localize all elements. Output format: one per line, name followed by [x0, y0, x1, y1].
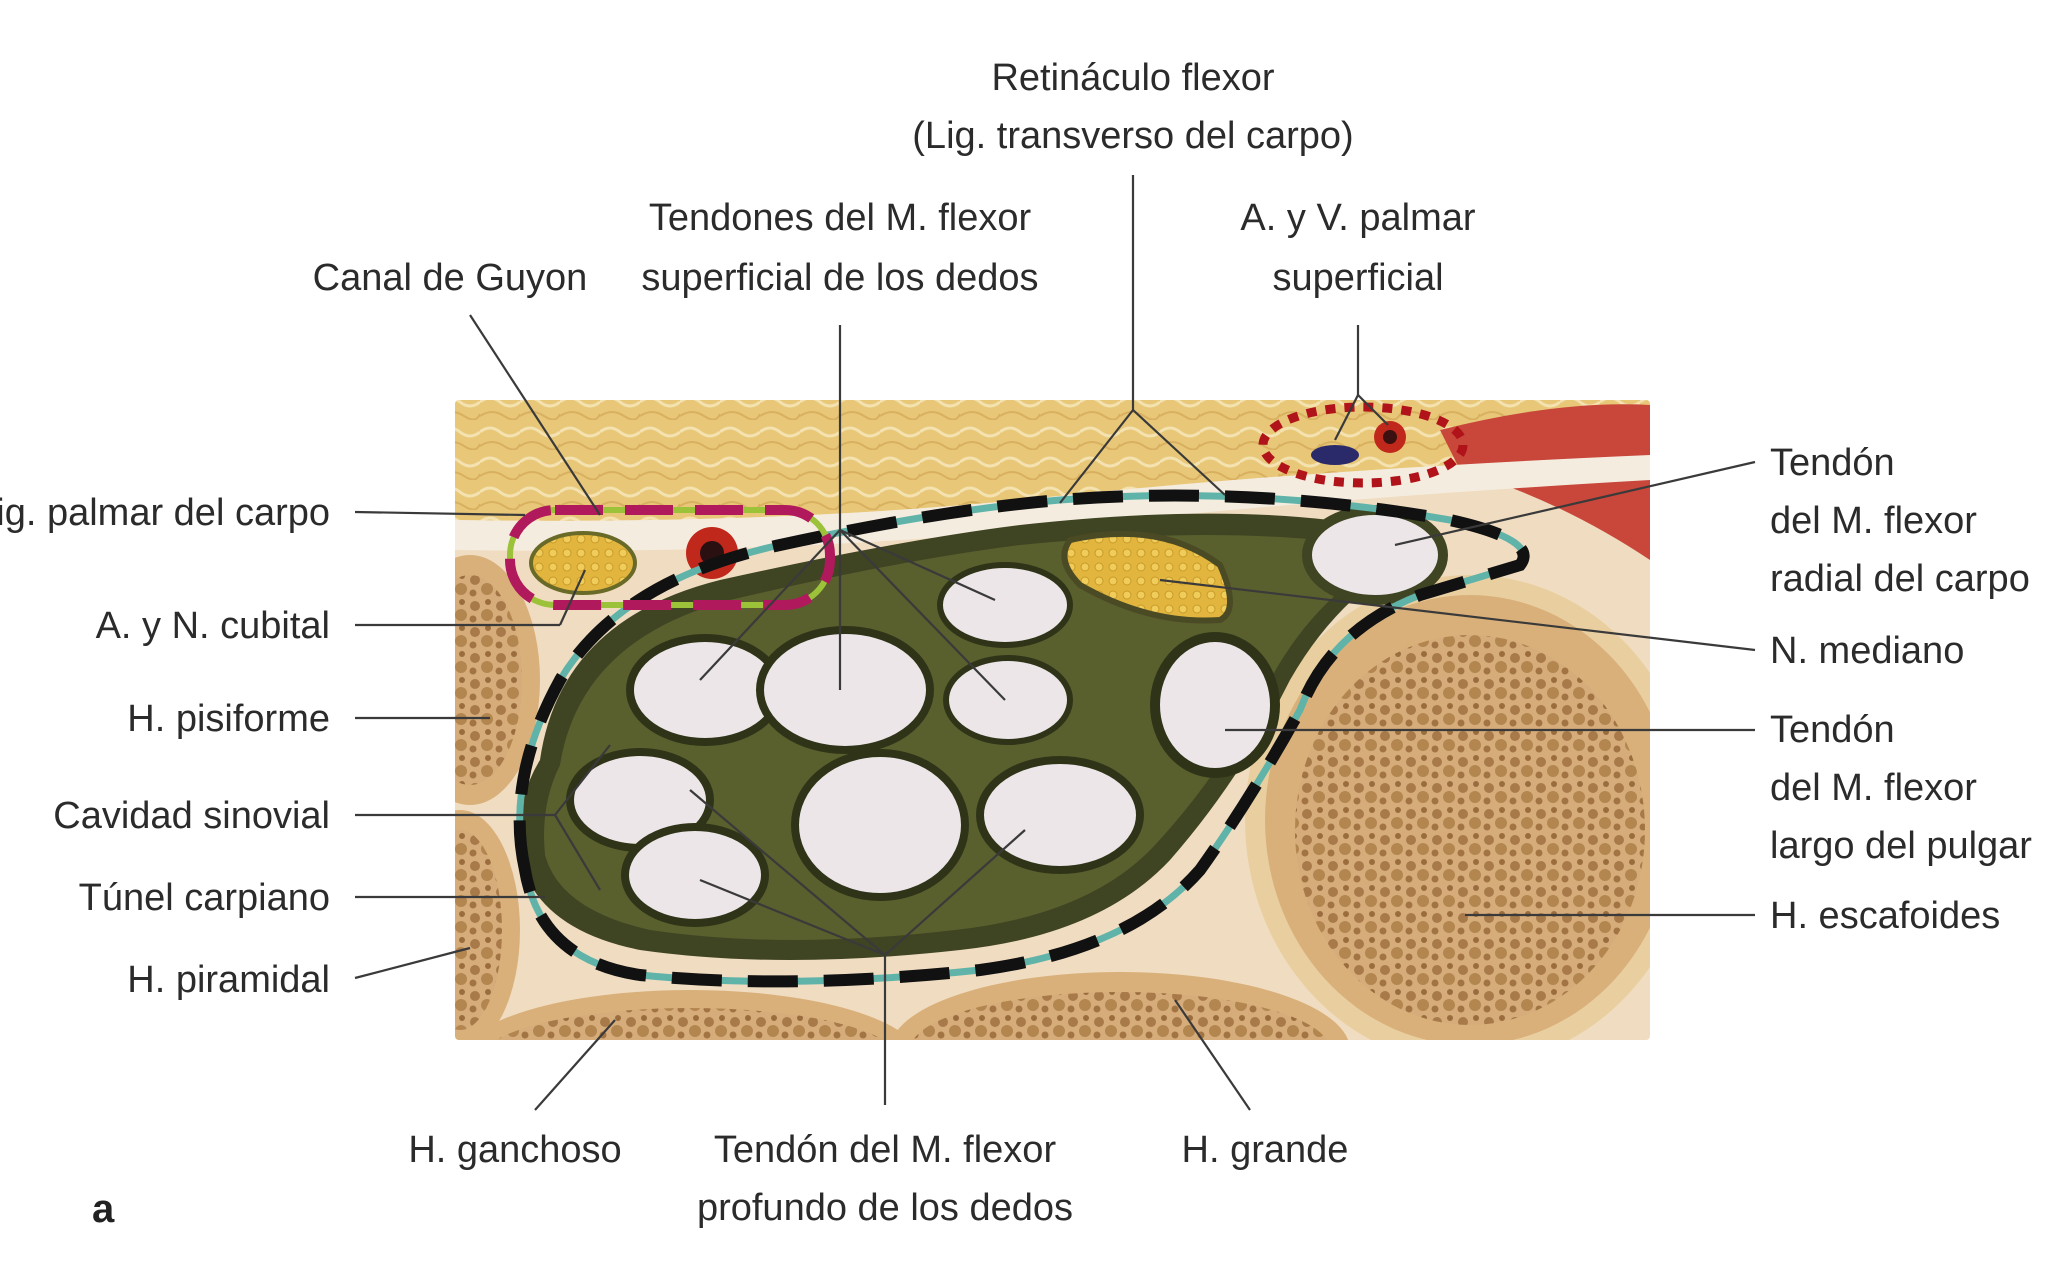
superficialis-tendon-3 — [937, 562, 1073, 648]
flexor-carpi-radialis-tendon — [1302, 505, 1448, 605]
label-tendon-profundo: Tendón del M. flexor — [714, 1129, 1057, 1171]
leader-lines — [354, 175, 1756, 1111]
label-flexor-pulgar-3: largo del pulgar — [1770, 825, 2032, 867]
label-flexor-radial-2: del M. flexor — [1770, 500, 1977, 542]
guyon-canal-outline-magenta — [505, 505, 835, 610]
label-flexor-radial-1: Tendón — [1770, 442, 1895, 484]
label-palmar-superficial-sub: superficial — [1272, 257, 1443, 299]
label-tunel-carpiano: Túnel carpiano — [79, 877, 330, 919]
superficial-palmar-vein — [1311, 445, 1359, 465]
label-flexor-pulgar-1: Tendón — [1770, 709, 1895, 751]
label-lig-palmar-carpo: Lig. palmar del carpo — [0, 492, 330, 534]
label-tendon-profundo-sub: profundo de los dedos — [697, 1187, 1073, 1229]
label-h-ganchoso: H. ganchoso — [408, 1129, 621, 1171]
label-h-piramidal: H. piramidal — [127, 959, 330, 1001]
profundus-tendon-3 — [791, 749, 969, 901]
ulnar-nerve — [529, 531, 637, 595]
label-cavidad-sinovial: Cavidad sinovial — [53, 795, 330, 837]
label-h-grande: H. grande — [1182, 1129, 1349, 1171]
label-tendones-superficial: Tendones del M. flexor — [649, 197, 1032, 239]
label-flexor-radial-3: radial del carpo — [1770, 558, 2030, 600]
label-tendones-superficial-sub: superficial de los dedos — [641, 257, 1038, 299]
label-palmar-superficial: A. y V. palmar — [1240, 197, 1475, 239]
profundus-tendon-2 — [621, 823, 769, 927]
label-n-mediano: N. mediano — [1770, 630, 1964, 672]
label-retinaculo-flexor-sub: (Lig. transverso del carpo) — [912, 115, 1353, 157]
cross-section-illustration — [455, 400, 1650, 1040]
label-retinaculo-flexor: Retináculo flexor — [991, 57, 1274, 99]
panel-letter: a — [92, 1187, 115, 1231]
subcutaneous-fat — [455, 400, 1650, 521]
profundus-tendon-4 — [976, 756, 1144, 874]
label-canal-guyon: Canal de Guyon — [313, 257, 588, 299]
superficialis-tendon-4 — [943, 655, 1073, 745]
median-nerve — [1061, 530, 1233, 624]
label-flexor-pulgar-2: del M. flexor — [1770, 767, 1977, 809]
label-h-pisiforme: H. pisiforme — [127, 698, 330, 740]
flexor-pollicis-longus-tendon — [1150, 632, 1280, 778]
label-h-escafoides: H. escafoides — [1770, 895, 2000, 937]
carpal-tunnel-outline-dashed — [513, 489, 1530, 988]
superficial-palmar-outline — [1258, 402, 1468, 488]
superficialis-tendon-2 — [756, 626, 934, 754]
label-a-n-cubital: A. y N. cubital — [96, 605, 330, 647]
